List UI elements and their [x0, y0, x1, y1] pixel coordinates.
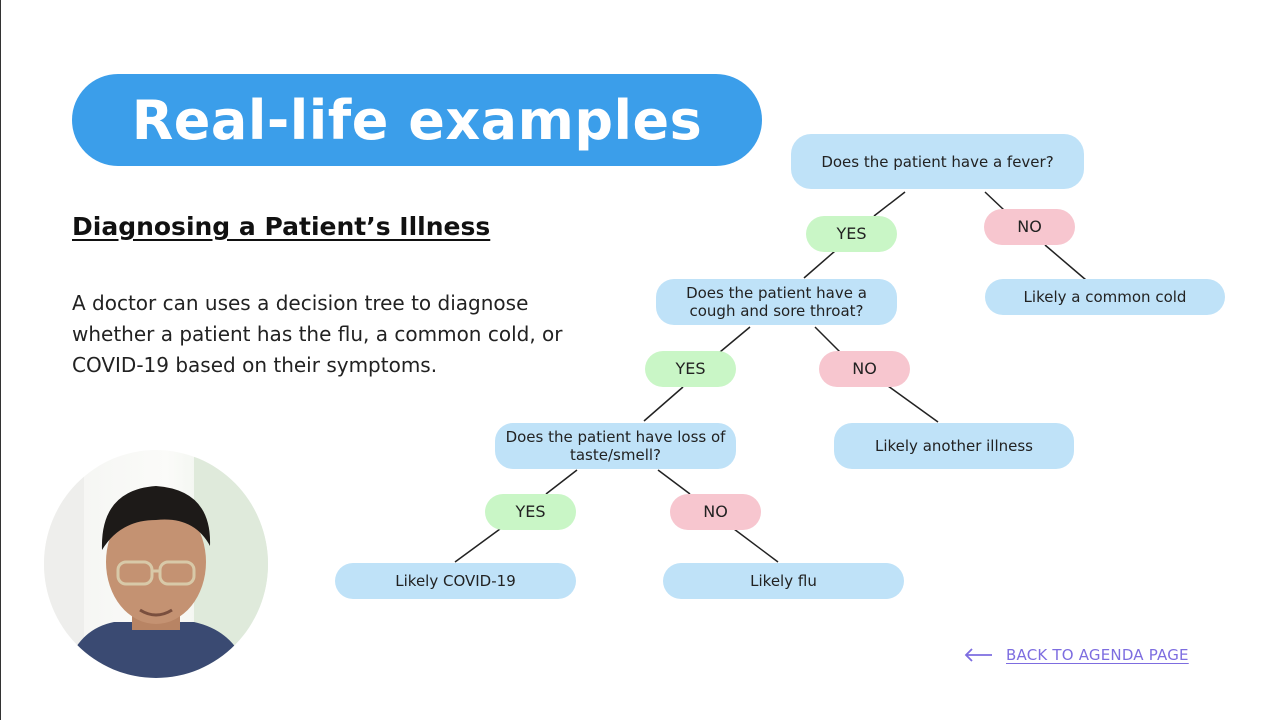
- result-flu: Likely flu: [663, 563, 904, 599]
- edge-yes-q3: [643, 386, 684, 422]
- answer-yes-fever: YES: [806, 216, 897, 252]
- edge-no-flu: [733, 528, 779, 563]
- question-fever: Does the patient have a fever?: [791, 134, 1084, 189]
- edge-q3-no: [657, 469, 691, 495]
- answer-yes-taste: YES: [485, 494, 576, 530]
- section-subtitle: Diagnosing a Patient’s Illness: [72, 212, 491, 241]
- description-text: A doctor can uses a decision tree to dia…: [72, 291, 563, 377]
- edge-yes-covid: [454, 528, 501, 563]
- left-border: [0, 0, 1, 720]
- question-cough: Does the patient have a cough and sore t…: [656, 279, 897, 325]
- edge-q1-no: [984, 191, 1005, 211]
- slide-title: Real-life examples: [72, 74, 762, 166]
- question-taste-smell: Does the patient have loss of taste/smel…: [495, 423, 736, 469]
- edge-yes-q2: [803, 250, 836, 279]
- edge-q2-yes: [719, 326, 751, 353]
- result-common-cold: Likely a common cold: [985, 279, 1225, 315]
- edge-no-cold: [1044, 244, 1087, 281]
- edge-no-other: [887, 385, 939, 423]
- edge-q3-yes: [545, 469, 578, 495]
- back-to-agenda-link[interactable]: BACK TO AGENDA PAGE: [964, 646, 1189, 664]
- edge-q2-no: [814, 326, 841, 353]
- answer-no-cough: NO: [819, 351, 910, 387]
- answer-yes-cough: YES: [645, 351, 736, 387]
- answer-no-taste: NO: [670, 494, 761, 530]
- back-link-label: BACK TO AGENDA PAGE: [1006, 646, 1189, 664]
- left-arrow-icon: [964, 648, 992, 662]
- answer-no-fever: NO: [984, 209, 1075, 245]
- result-covid: Likely COVID-19: [335, 563, 576, 599]
- edge-q1-yes: [873, 191, 906, 217]
- result-another-illness: Likely another illness: [834, 423, 1074, 469]
